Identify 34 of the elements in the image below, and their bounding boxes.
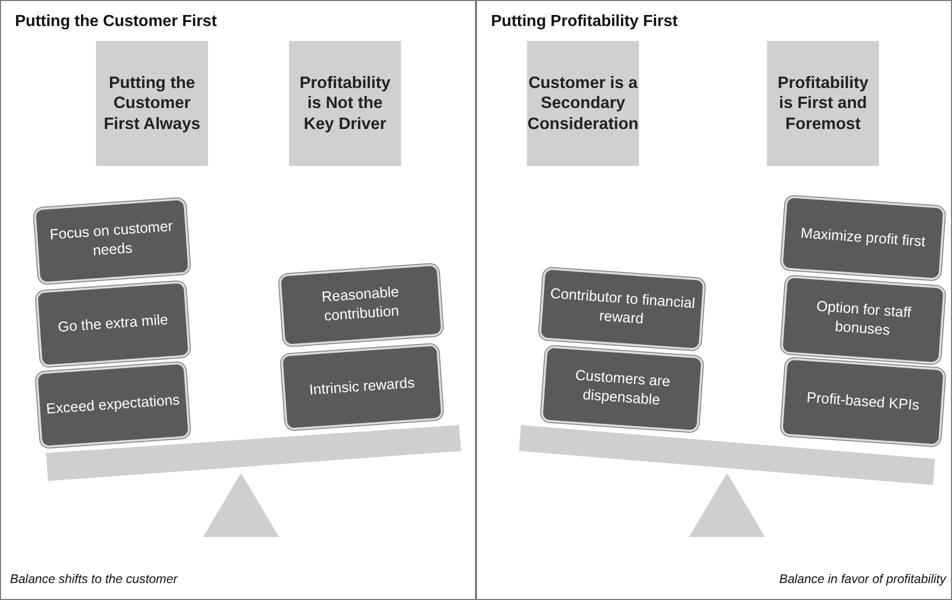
- item-box: [780, 196, 946, 280]
- caption-note: Balance in favor of profitability: [779, 572, 946, 586]
- item-box: [280, 344, 444, 430]
- item-box: [540, 346, 704, 432]
- heading-box: [527, 41, 639, 166]
- heading-box: [289, 41, 401, 166]
- item-text: Intrinsic rewards: [308, 374, 416, 400]
- item-box: [36, 280, 190, 368]
- panel-card: [476, 0, 952, 600]
- heading-text: Putting the Customer First Always: [102, 72, 202, 134]
- item-text: Exceed expectations: [46, 390, 180, 420]
- item-text: Go the extra mile: [57, 310, 169, 338]
- heading-text: Customer is a Secondary Consideration: [528, 72, 638, 134]
- panel-title: Putting Profitability First: [491, 13, 678, 31]
- item-text: Profit-based KPIs: [806, 388, 920, 416]
- item-text: Customers are dispensable: [574, 366, 672, 411]
- heading-text: Profitability is First and Foremost: [776, 72, 870, 134]
- item-box: [780, 276, 946, 364]
- item-box: [34, 198, 190, 284]
- caption-note: Balance shifts to the customer: [10, 572, 178, 586]
- panel-card: [0, 0, 476, 600]
- item-text: Focus on customer needs: [48, 218, 174, 262]
- item-box: [538, 267, 706, 351]
- item-text: Maximize profit first: [800, 224, 926, 252]
- item-text: Reasonable contribution: [320, 284, 401, 327]
- item-text: Option for staff bonuses: [814, 298, 913, 341]
- item-box: [278, 264, 444, 346]
- item-box: [36, 362, 190, 448]
- item-text: Contributor to financial reward: [548, 285, 697, 330]
- item-box: [780, 358, 946, 446]
- panel-title: Putting the Customer First: [15, 13, 217, 31]
- heading-text: Profitability is Not the Key Driver: [298, 72, 392, 134]
- heading-box: [767, 41, 879, 166]
- heading-box: [96, 41, 208, 166]
